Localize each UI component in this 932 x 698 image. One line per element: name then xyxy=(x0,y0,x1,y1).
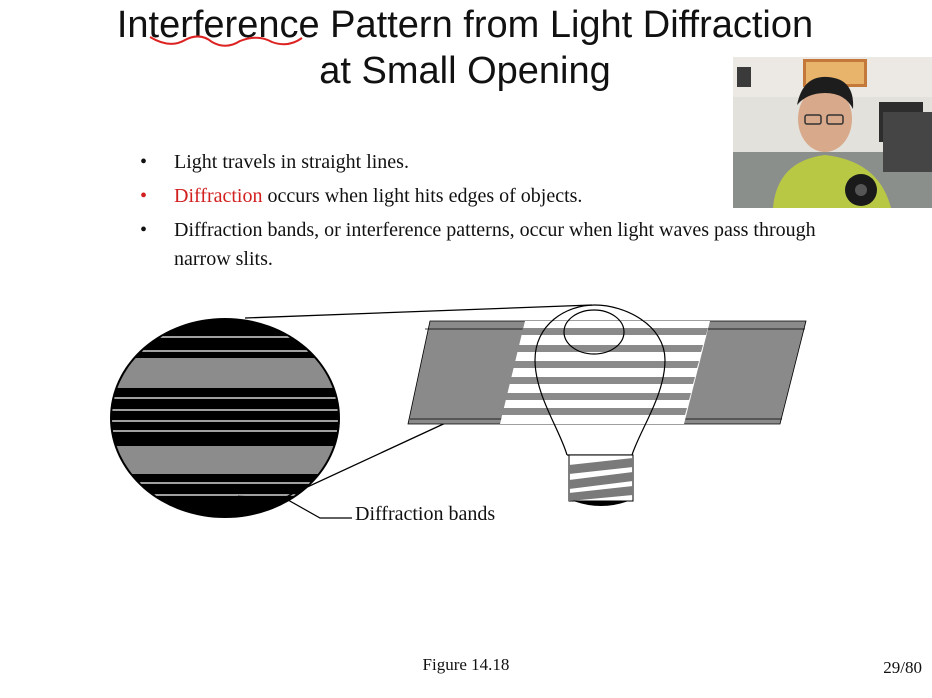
diffraction-screen xyxy=(407,320,807,425)
highlighted-term: Diffraction xyxy=(174,185,263,207)
bullet-text: occurs when light hits edges of objects. xyxy=(262,185,583,207)
bullet-text: Light travels in straight lines. xyxy=(174,151,409,173)
title-line-1: Interference Pattern from Light Diffract… xyxy=(40,2,890,48)
title-line-1-rest: Pattern from Light Diffraction xyxy=(319,4,814,46)
bullet-item: •Diffraction bands, or interference patt… xyxy=(140,219,816,270)
bulb-base xyxy=(568,454,634,506)
title-underlined-word: Interference xyxy=(116,4,320,46)
slide-title: Interference Pattern from Light Diffract… xyxy=(40,2,890,94)
bullet-list: •Light travels in straight lines. •Diffr… xyxy=(134,148,824,279)
bullet-item: •Light travels in straight lines. xyxy=(140,151,409,173)
presenter-video-frame xyxy=(733,57,932,208)
magnified-view xyxy=(110,318,340,518)
bullet-text: Diffraction bands, or interference patte… xyxy=(174,219,816,270)
presenter-webcam xyxy=(733,57,932,208)
bullet-item: •Diffraction occurs when light hits edge… xyxy=(140,185,583,207)
figure-caption: Figure 14.18 xyxy=(422,655,510,674)
page-number: 29/80 xyxy=(883,658,922,677)
diffraction-bands-label: Diffraction bands xyxy=(355,503,496,525)
label-leader-line xyxy=(237,495,352,519)
title-line-2: at Small Opening xyxy=(319,50,611,92)
zoom-line-top xyxy=(244,304,593,319)
